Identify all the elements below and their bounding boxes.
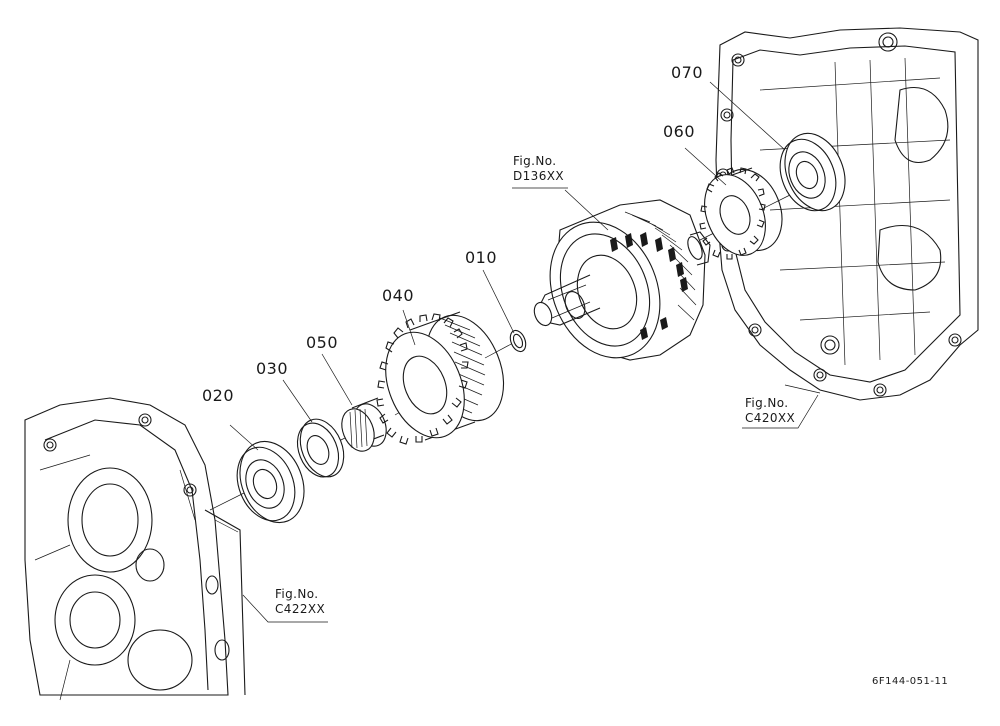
part-070-ball-bearing	[779, 132, 846, 212]
shaft-centerline	[209, 194, 791, 511]
part-label-020: 020	[202, 386, 235, 405]
part-030-thrust-washer	[296, 418, 345, 478]
left-transmission-housing	[24, 397, 246, 701]
part-010-snap-ring	[509, 329, 527, 353]
part-label-070: 070	[671, 63, 704, 82]
part-040-helical-gear	[376, 311, 504, 445]
drawing-code: 6F144-051-11	[872, 676, 949, 687]
leader-lines	[229, 81, 821, 623]
part-label-040: 040	[382, 286, 415, 305]
part-060-spur-gear	[699, 167, 783, 260]
part-label-010: 010	[465, 248, 498, 267]
fig-ref-d136xx-line2: D136XX	[513, 169, 564, 183]
part-050-needle-bearing	[341, 397, 387, 452]
fig-ref-c422xx-line2: C422XX	[275, 602, 326, 616]
fig-ref-c422xx-line1: Fig.No.	[275, 587, 319, 601]
fig-ref-d136xx: Fig.No. D136XX	[513, 154, 564, 184]
fig-ref-c420xx-line2: C420XX	[745, 411, 796, 425]
part-label-050: 050	[306, 333, 339, 352]
clutch-pack-assembly	[533, 199, 711, 361]
part-label-060: 060	[663, 122, 696, 141]
fig-ref-c420xx: Fig.No. C420XX	[745, 396, 795, 426]
fig-ref-c420xx-line1: Fig.No.	[745, 396, 789, 410]
part-020-ball-bearing	[236, 440, 305, 524]
fig-ref-d136xx-line1: Fig.No.	[513, 154, 557, 168]
part-label-030: 030	[256, 359, 289, 378]
fig-ref-c422xx: Fig.No. C422XX	[275, 587, 325, 617]
